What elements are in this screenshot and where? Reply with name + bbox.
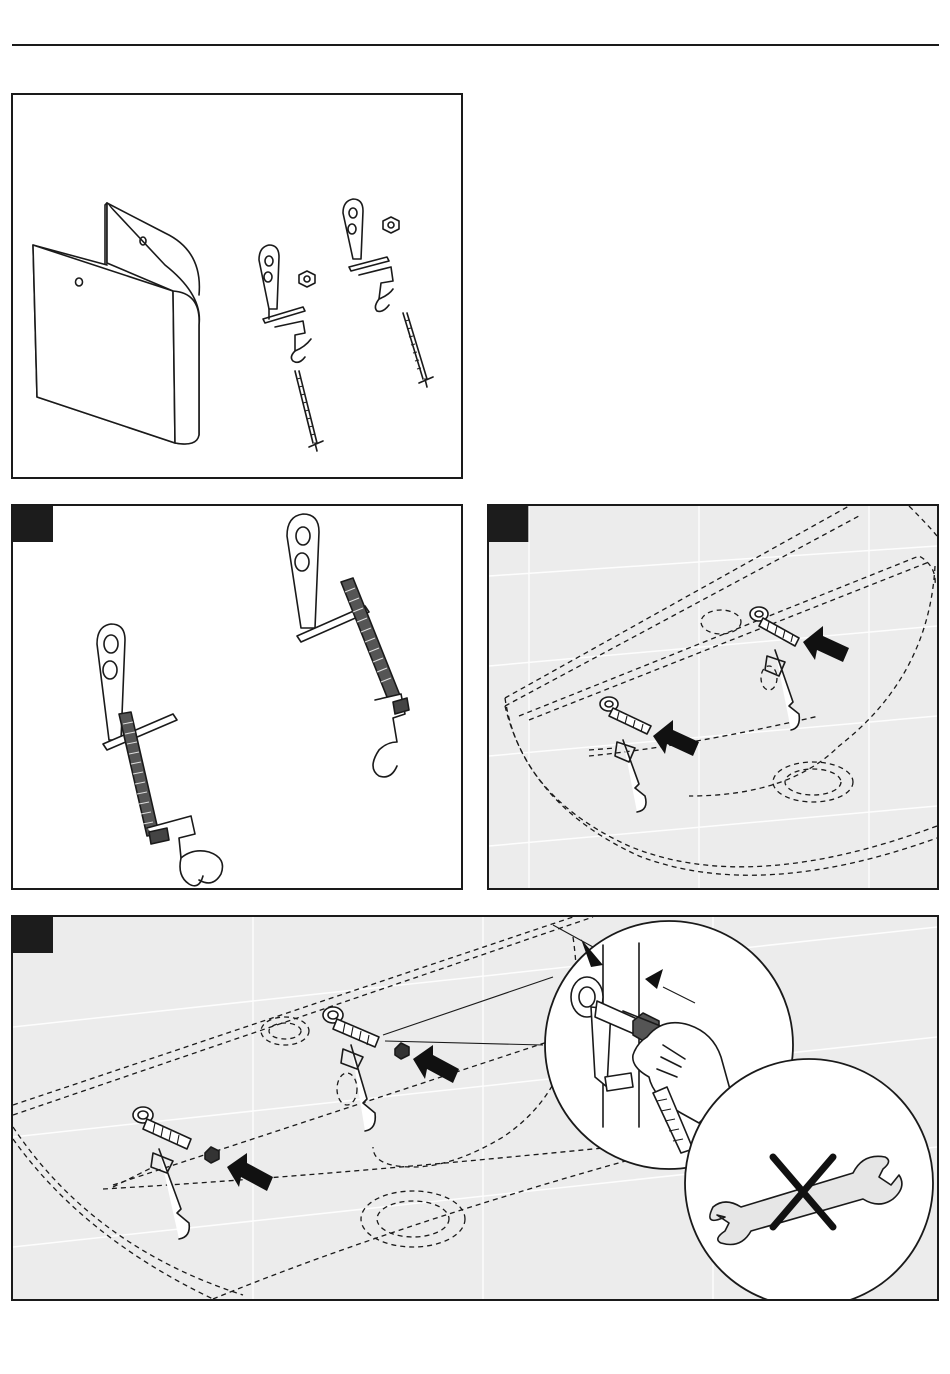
bolt-right xyxy=(403,313,433,387)
assembled-bolt-right xyxy=(287,514,409,777)
top-rule xyxy=(12,44,939,46)
assembled-bolt-left xyxy=(97,624,223,886)
bolt-left xyxy=(295,371,323,451)
detail-no-wrench xyxy=(685,1059,933,1299)
bolt-insert-right xyxy=(750,607,799,730)
bolt-tighten-middle xyxy=(323,1007,409,1131)
basin-outline-dashed xyxy=(505,506,937,875)
step-a-panel xyxy=(11,504,463,890)
push-arrow-middle xyxy=(413,1045,459,1083)
bolt-tighten-left xyxy=(113,1107,219,1239)
callout-leader xyxy=(383,977,553,1045)
bracket-set-left xyxy=(259,245,323,451)
pedestal-illustration xyxy=(33,203,199,444)
push-arrow-left xyxy=(227,1153,273,1191)
step-c-panel xyxy=(11,915,939,1301)
push-arrow-right xyxy=(803,626,849,662)
parts-panel xyxy=(11,93,463,479)
wall-tiles xyxy=(489,506,937,888)
bracket-set-right xyxy=(343,199,433,387)
step-b-panel xyxy=(487,504,939,890)
